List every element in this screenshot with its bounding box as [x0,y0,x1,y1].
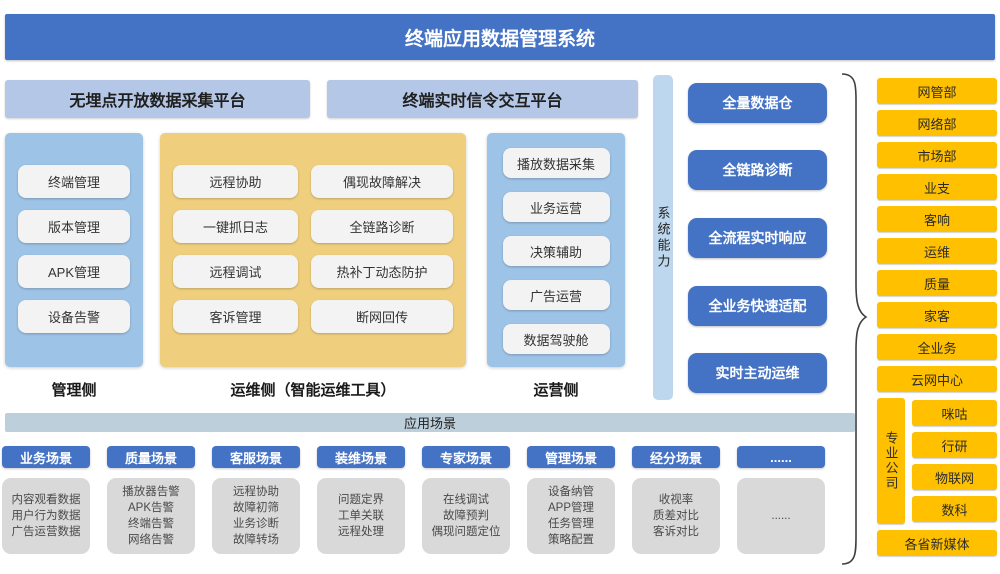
scenario-header: 质量场景 [107,446,195,468]
scenario-item: 工单关联 [338,510,384,522]
professional-company-group: 专业公司 [877,398,905,524]
module-box: 终端管理 [18,165,130,198]
module-box: 决策辅助 [502,236,610,266]
capability-box: 全链路诊断 [688,150,827,190]
panel-operation: 播放数据采集 业务运营 决策辅助 广告运营 数据驾驶舱 [487,133,625,367]
application-scenarios-bar: 应用场景 [5,413,855,432]
group-company-box: 行研 [912,432,997,458]
department-box: 全业务 [877,334,997,360]
scenario-item: 策略配置 [548,534,594,546]
scenario-item: 问题定界 [338,494,384,506]
module-box: 远程协助 [173,165,298,198]
scenario-item: 播放器告警 [122,486,180,498]
module-box: 一键抓日志 [173,210,298,243]
department-box: 家客 [877,302,997,328]
panel-label-maintenance: 运维侧（智能运维工具） [230,381,396,399]
scenario-item: 设备纳管 [548,486,594,498]
group-company-box: 数科 [912,496,997,522]
department-box: 业支 [877,174,997,200]
scenario-item: 远程协助 [233,486,279,498]
scenario-header: ...... [737,446,825,468]
department-box: 云网中心 [877,366,997,392]
scenario-header: 管理场景 [527,446,615,468]
module-box: APK管理 [18,255,130,288]
module-box: 断网回传 [311,300,453,333]
module-box: 设备告警 [18,300,130,333]
scenario-item: 用户行为数据 [11,510,81,522]
scenario-detail-box: 播放器告警 APK告警 终端告警 网络告警 [107,478,195,554]
scenario-item: 故障初筛 [233,502,279,514]
scenario-detail-box: 远程协助 故障初筛 业务诊断 故障转场 [212,478,300,554]
capability-box: 全量数据仓 [688,83,827,123]
department-box-new-media: 各省新媒体 [877,530,997,556]
module-box: 远程调试 [173,255,298,288]
scenario-item: 客诉对比 [653,526,699,538]
scenario-detail-box: 收视率 质差对比 客诉对比 [632,478,720,554]
panel-management: 终端管理 版本管理 APK管理 设备告警 [5,133,143,367]
scenario-detail-box: ...... [737,478,825,554]
scenario-item: 收视率 [658,494,694,506]
scenario-header: 经分场景 [632,446,720,468]
scenario-item: 终端告警 [128,518,174,530]
scenario-item: 内容观看数据 [11,494,81,506]
department-box: 市场部 [877,142,997,168]
maintenance-left-column: 远程协助 一键抓日志 远程调试 客诉管理 [173,165,298,367]
platform-header-signaling: 终端实时信令交互平台 [327,80,638,118]
group-company-box: 物联网 [912,464,997,490]
capability-box: 实时主动运维 [688,353,827,393]
scenario-header: 业务场景 [2,446,90,468]
scenario-item: 远程处理 [338,526,384,538]
department-box: 质量 [877,270,997,296]
panel-maintenance: 远程协助 一键抓日志 远程调试 客诉管理 偶现故障解决 全链路诊断 热补丁动态防… [160,133,466,367]
scenario-item: 网络告警 [128,534,174,546]
scenario-detail-box: 内容观看数据 用户行为数据 广告运营数据 [2,478,90,554]
maintenance-right-column: 偶现故障解决 全链路诊断 热补丁动态防护 断网回传 [311,165,453,367]
scenario-item: APK告警 [127,502,174,514]
module-box: 全链路诊断 [311,210,453,243]
scenario-header: 专家场景 [422,446,510,468]
department-box: 客响 [877,206,997,232]
platform-header-data-collection: 无埋点开放数据采集平台 [5,80,310,118]
scenario-header: 装维场景 [317,446,405,468]
scenario-detail-box: 在线调试 故障预判 偶现问题定位 [422,478,510,554]
scenario-item: 业务诊断 [233,518,279,530]
department-box: 网络部 [877,110,997,136]
scenario-item: 广告运营数据 [11,526,81,538]
curly-brace [841,73,868,565]
scenario-item: APP管理 [547,502,594,514]
department-box: 网管部 [877,78,997,104]
module-box: 广告运营 [502,280,610,310]
module-box: 播放数据采集 [502,148,610,178]
scenario-item: 任务管理 [548,518,594,530]
department-box: 运维 [877,238,997,264]
module-box: 客诉管理 [173,300,298,333]
panel-label-management: 管理侧 [51,381,97,399]
scenario-detail-box: 设备纳管 APP管理 任务管理 策略配置 [527,478,615,554]
scenario-item: 质差对比 [653,510,699,522]
scenario-item: 故障预判 [443,510,489,522]
scenario-item: 故障转场 [233,534,279,546]
module-box: 数据驾驶舱 [502,324,610,354]
system-capability-bar: 系统能力 [653,75,673,400]
scenario-detail-box: 问题定界 工单关联 远程处理 [317,478,405,554]
module-box: 业务运营 [502,192,610,222]
system-capability-label: 系统能力 [655,205,671,270]
page-title: 终端应用数据管理系统 [5,14,995,60]
panel-label-operation: 运营侧 [533,381,579,399]
module-box: 偶现故障解决 [311,165,453,198]
professional-company-label: 专业公司 [883,431,899,491]
module-box: 热补丁动态防护 [311,255,453,288]
scenario-item: 在线调试 [443,494,489,506]
module-box: 版本管理 [18,210,130,243]
group-company-box: 咪咕 [912,400,997,426]
scenario-header: 客服场景 [212,446,300,468]
capability-box: 全流程实时响应 [688,218,827,258]
scenario-item: 偶现问题定位 [431,526,501,538]
capability-box: 全业务快速适配 [688,286,827,326]
scenario-item: ...... [771,510,791,522]
